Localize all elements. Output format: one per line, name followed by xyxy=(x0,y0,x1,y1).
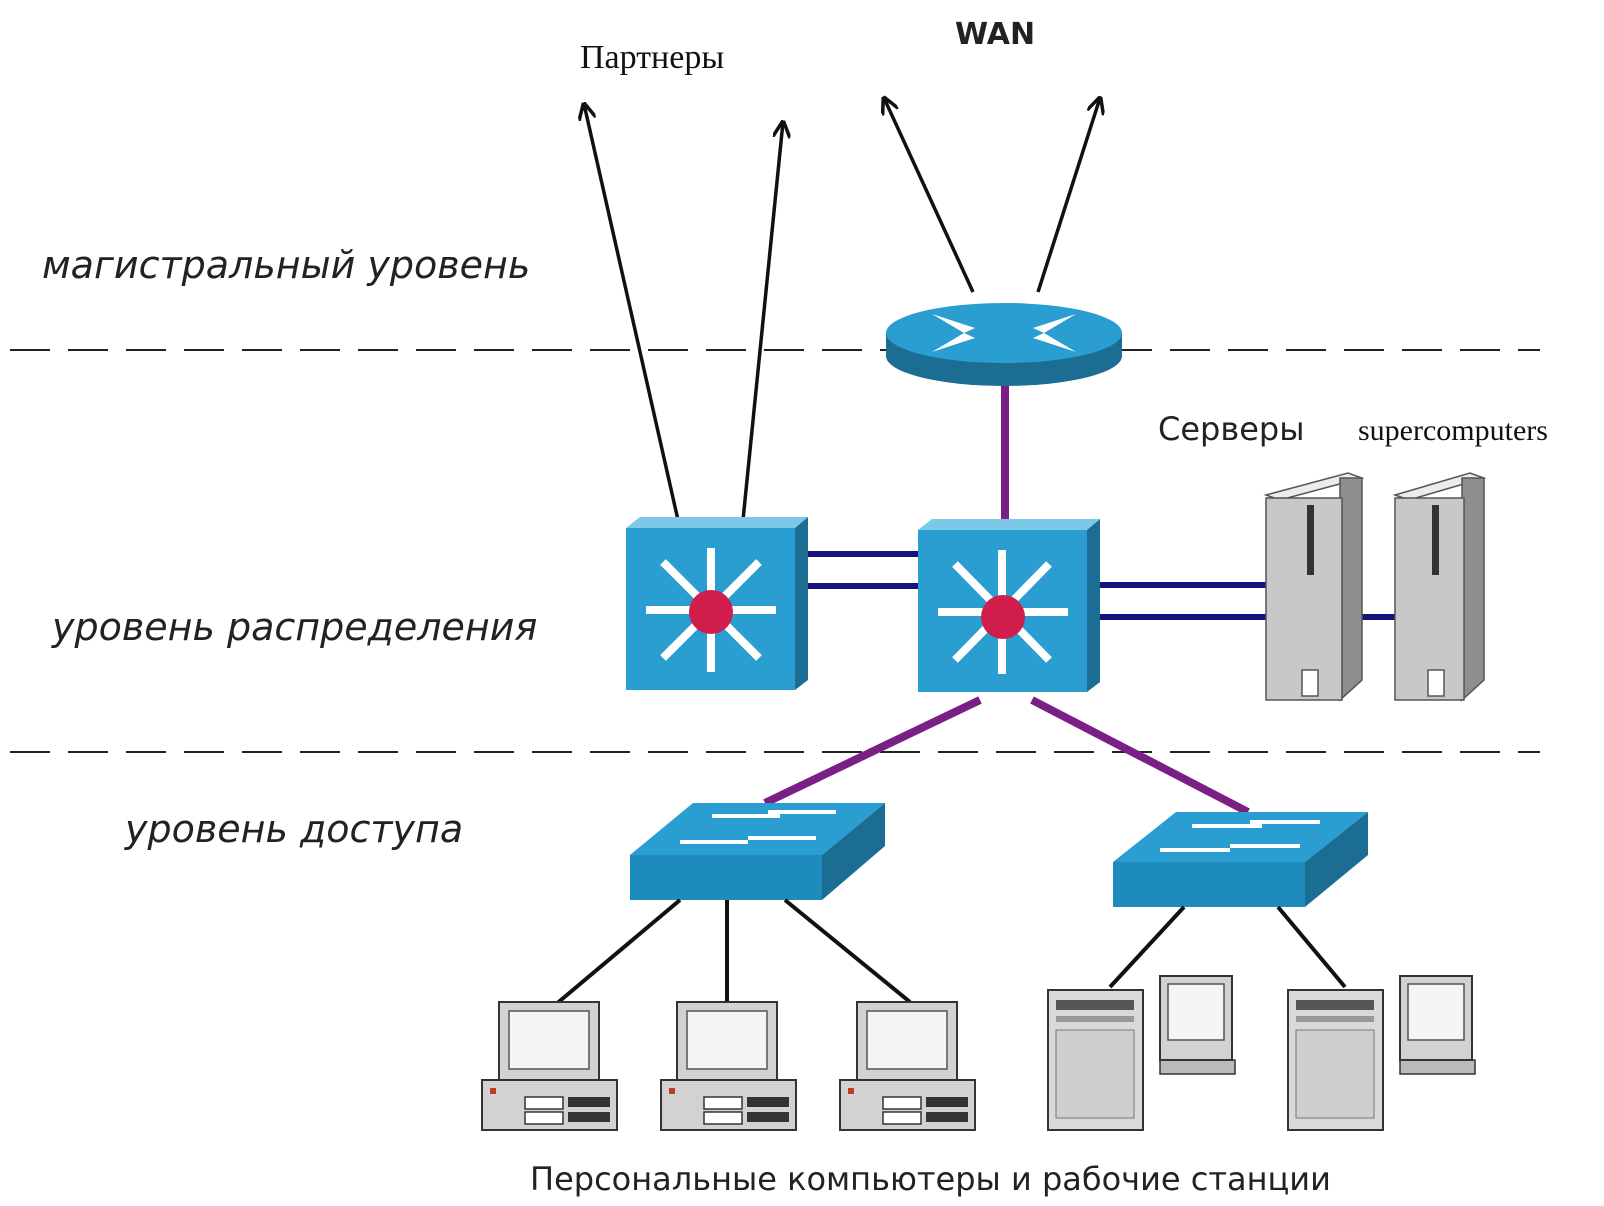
core-level-label: магистральный уровень xyxy=(42,243,530,287)
router-icon xyxy=(886,303,1122,386)
supercomputers-label: supercomputers xyxy=(1358,414,1548,447)
wan-label: WAN xyxy=(955,17,1035,52)
distribution-interconnect xyxy=(808,551,918,589)
pc-2-icon xyxy=(660,1001,797,1131)
access-level-label: уровень доступа xyxy=(124,807,463,851)
workstation-1-icon xyxy=(1047,975,1236,1131)
workstation-2-icon xyxy=(1287,975,1476,1131)
access-switch-right-icon xyxy=(1113,812,1368,907)
partner-link-1 xyxy=(584,104,680,521)
pc-1-icon xyxy=(481,1001,618,1131)
distribution-level-label: уровень распределения xyxy=(51,605,537,649)
supercomputer-icon xyxy=(1392,472,1487,702)
partners-label: Партнеры xyxy=(580,39,724,76)
wan-link-1 xyxy=(884,98,975,293)
pcs-caption: Персональные компьютеры и рабочие станци… xyxy=(530,1160,1331,1198)
distribution-switch-left-icon xyxy=(626,517,808,690)
server-icon xyxy=(1263,472,1365,702)
distribution-access-link-right xyxy=(1030,696,1250,816)
distribution-access-link-left xyxy=(763,696,982,807)
distribution-switch-right-icon xyxy=(918,519,1100,692)
pc-3-icon xyxy=(839,1001,976,1131)
wan-link-2 xyxy=(1036,98,1100,293)
server-links xyxy=(1100,582,1395,620)
access-switch-left-icon xyxy=(630,803,885,900)
servers-label: Серверы xyxy=(1158,410,1304,448)
partner-link-2 xyxy=(741,122,783,521)
access-pc-links xyxy=(553,898,1347,1007)
